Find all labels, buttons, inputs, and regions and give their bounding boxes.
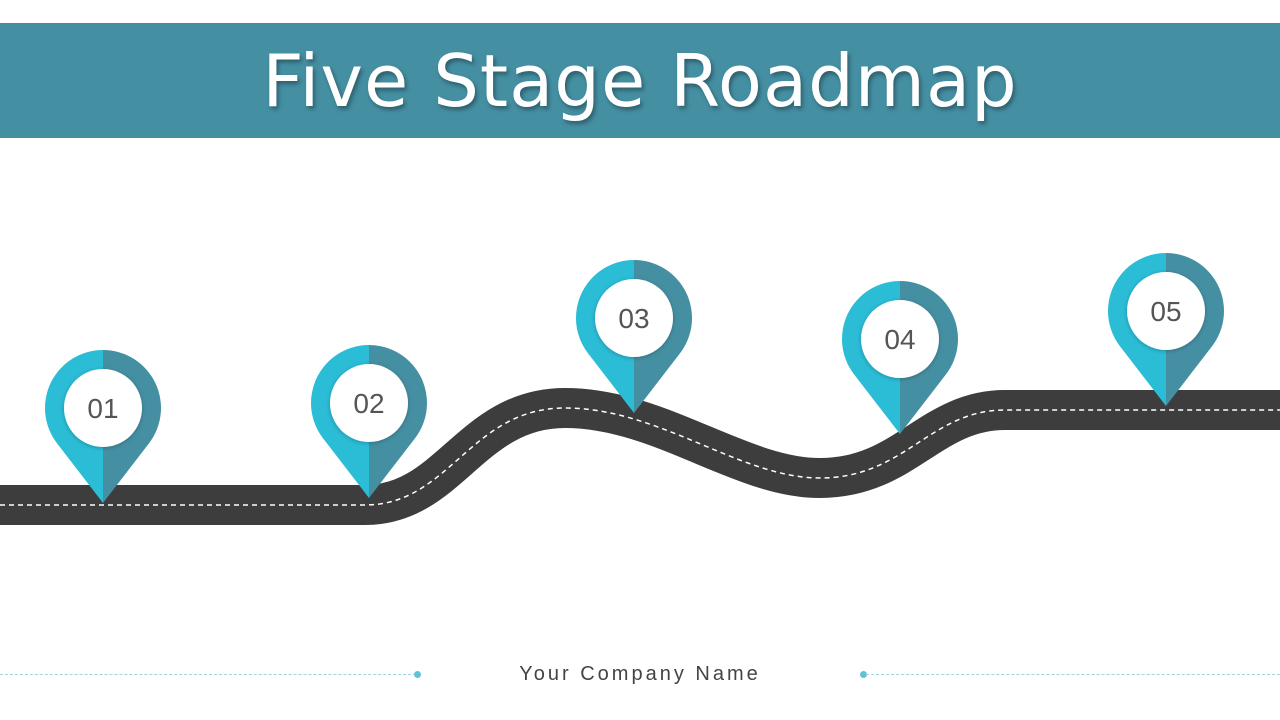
stage-label: 04 — [884, 324, 915, 355]
road-centerline — [0, 407, 1280, 506]
pin-inner-circle — [64, 369, 142, 447]
pin-inner-circle — [330, 364, 408, 442]
company-name: Your Company Name — [519, 663, 761, 685]
stage-marker-01: 01 — [45, 350, 161, 503]
title-bar: Five Stage Roadmap — [0, 23, 1280, 138]
stage-label: 02 — [353, 388, 384, 419]
footer-dot-left — [414, 671, 421, 678]
stage-marker-03: 03 — [576, 260, 693, 413]
footer: Your Company Name — [0, 660, 1280, 690]
page-title: Five Stage Roadmap — [262, 38, 1018, 123]
stage-marker-02: 02 — [311, 345, 427, 498]
footer-dot-right — [860, 671, 867, 678]
stage-label: 03 — [618, 303, 649, 334]
pin-inner-circle — [595, 279, 673, 357]
footer-line-right — [866, 674, 1280, 675]
road — [0, 387, 1280, 525]
stage-marker-05: 05 — [1108, 253, 1224, 406]
pin-inner-circle — [861, 300, 939, 378]
pin-inner-circle — [1127, 272, 1205, 350]
stage-label: 05 — [1150, 296, 1181, 327]
stage-marker-04: 04 — [841, 281, 958, 434]
stage-label: 01 — [87, 393, 118, 424]
footer-line-left — [0, 674, 416, 675]
